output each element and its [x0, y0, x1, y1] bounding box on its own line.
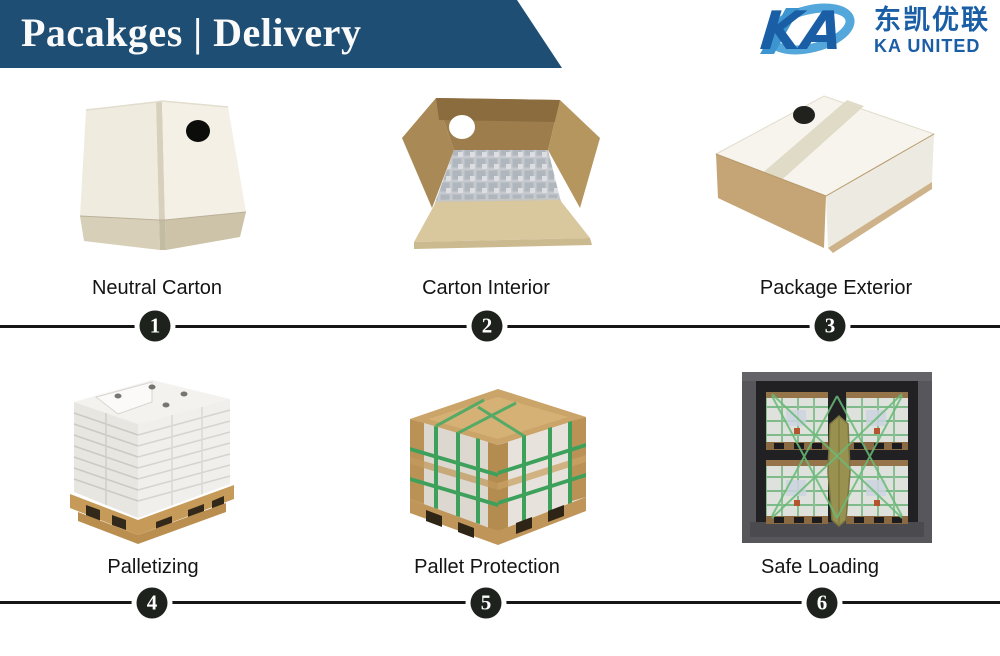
- wooden-pallet: [70, 485, 234, 535]
- svg-text:KA: KA: [758, 2, 847, 60]
- green-lashing-straps: [771, 393, 903, 519]
- carton-interior-photo: [392, 86, 620, 274]
- logo-company-name-cn: 东凯优联: [874, 5, 990, 35]
- step-badge-3: 3: [814, 310, 846, 342]
- step-label-pallet-protection: Pallet Protection: [414, 556, 560, 578]
- header-banner: [0, 0, 562, 68]
- step-badge-1: 1: [139, 310, 171, 342]
- step-badge-5: 5: [470, 587, 502, 619]
- step-label-carton-interior: Carton Interior: [422, 277, 550, 299]
- palletizing-photo: [60, 372, 244, 545]
- step-label-palletizing: Palletizing: [107, 556, 199, 578]
- step-badge-6: 6: [806, 587, 838, 619]
- safe-loading-photo: [742, 372, 932, 543]
- carton-hole-icon: [793, 106, 815, 124]
- step-label-neutral-carton: Neutral Carton: [91, 277, 223, 299]
- carton-hole-icon: [186, 120, 210, 142]
- green-straps: [410, 421, 586, 524]
- page-title: Pacakges | Delivery: [21, 10, 362, 55]
- logo-company-name-en: KA UNITED: [874, 36, 981, 56]
- pallet-protection-photo: [400, 377, 596, 548]
- logo-text-block: 东凯优联 KA UNITED: [874, 5, 990, 56]
- package-exterior-photo: [704, 88, 944, 256]
- wooden-pallet: [410, 497, 586, 545]
- step-badge-2: 2: [471, 310, 503, 342]
- step-badge-4: 4: [136, 587, 168, 619]
- tape-strip: [759, 100, 864, 185]
- ka-united-logo-icon: KA: [758, 2, 855, 60]
- neutral-carton-photo: [80, 98, 252, 261]
- step-label-package-exterior: Package Exterior: [759, 277, 913, 299]
- carton-hole-icon: [449, 115, 475, 139]
- step-label-safe-loading: Safe Loading: [761, 556, 879, 578]
- strapped-pallet-load: [846, 392, 908, 450]
